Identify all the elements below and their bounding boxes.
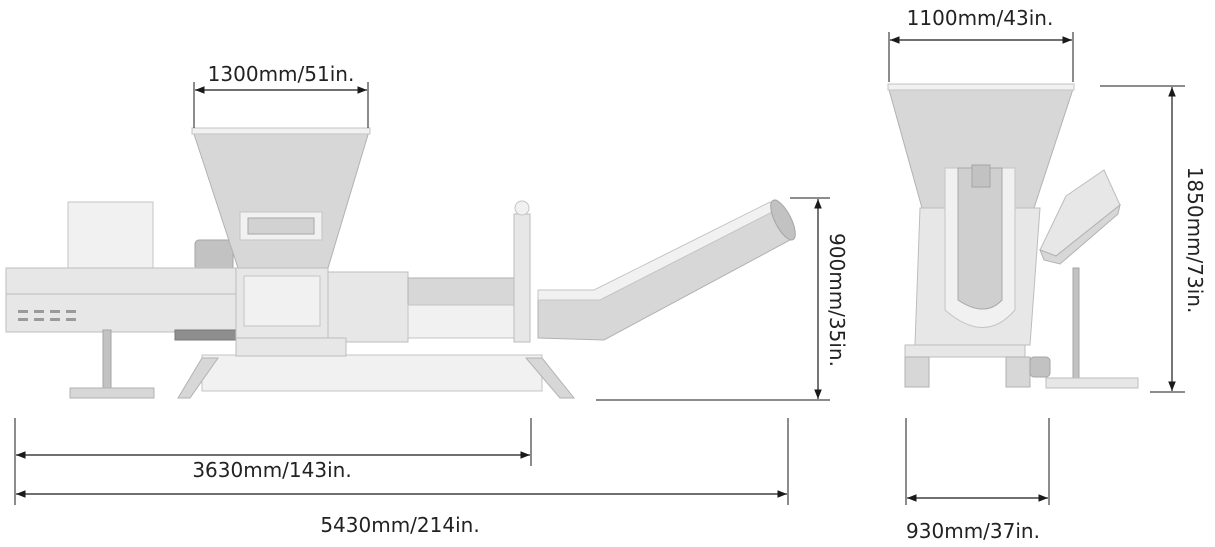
hopper-rim: [191, 127, 371, 135]
frame-cross: [235, 337, 347, 357]
front-leg-right: [1005, 356, 1031, 388]
dim-base-length: 3630mm/143in.: [14, 418, 532, 505]
upright-post: [513, 213, 531, 343]
chamber-inner: [243, 275, 321, 327]
front-view-machine: [887, 83, 1139, 389]
dim-label-base-width: 930mm/37in.: [906, 519, 1040, 543]
front-frame-top: [904, 344, 1026, 358]
dim-total-height: 1850mm/73in.: [1100, 85, 1207, 393]
dim-label-discharge-height: 900mm/35in.: [825, 233, 849, 367]
side-view-machine: [5, 127, 796, 399]
frame-leg-right: [524, 357, 576, 399]
dim-base-width: 930mm/37in.: [905, 418, 1050, 543]
control-box: [67, 201, 154, 269]
chute-outlet: [770, 199, 796, 241]
front-hopper-rim: [887, 83, 1075, 91]
front-leg-left: [904, 356, 930, 388]
front-outlet: [1029, 356, 1051, 378]
control-panel-side: [1039, 203, 1121, 265]
vent-grille: [18, 310, 76, 321]
front-piston: [971, 164, 991, 188]
frame-leg-left: [177, 357, 219, 399]
dim-hopper-side: 1300mm/51in.: [193, 62, 369, 128]
dim-label-total-height: 1850mm/73in.: [1183, 167, 1207, 314]
dim-label-hopper-front: 1100mm/43in.: [907, 6, 1054, 30]
dim-hopper-front: 1100mm/43in.: [888, 6, 1074, 82]
dim-discharge-height: 900mm/35in.: [596, 197, 849, 401]
left-stand-post: [102, 329, 112, 389]
left-stand-foot: [69, 387, 155, 399]
dim-label-total-length: 5430mm/214in.: [320, 513, 479, 537]
panel-post: [1072, 267, 1080, 379]
underside-shadow: [174, 329, 241, 341]
base-frame: [201, 354, 543, 392]
motor: [194, 239, 234, 271]
dim-label-hopper-side: 1300mm/51in.: [208, 62, 355, 86]
main-body: [5, 267, 243, 333]
dim-total-length: 5430mm/214in.: [16, 418, 789, 537]
panel-base: [1045, 377, 1139, 389]
press-section: [327, 271, 409, 343]
lift-eye: [514, 200, 530, 216]
dim-label-base-length: 3630mm/143in.: [192, 458, 351, 482]
